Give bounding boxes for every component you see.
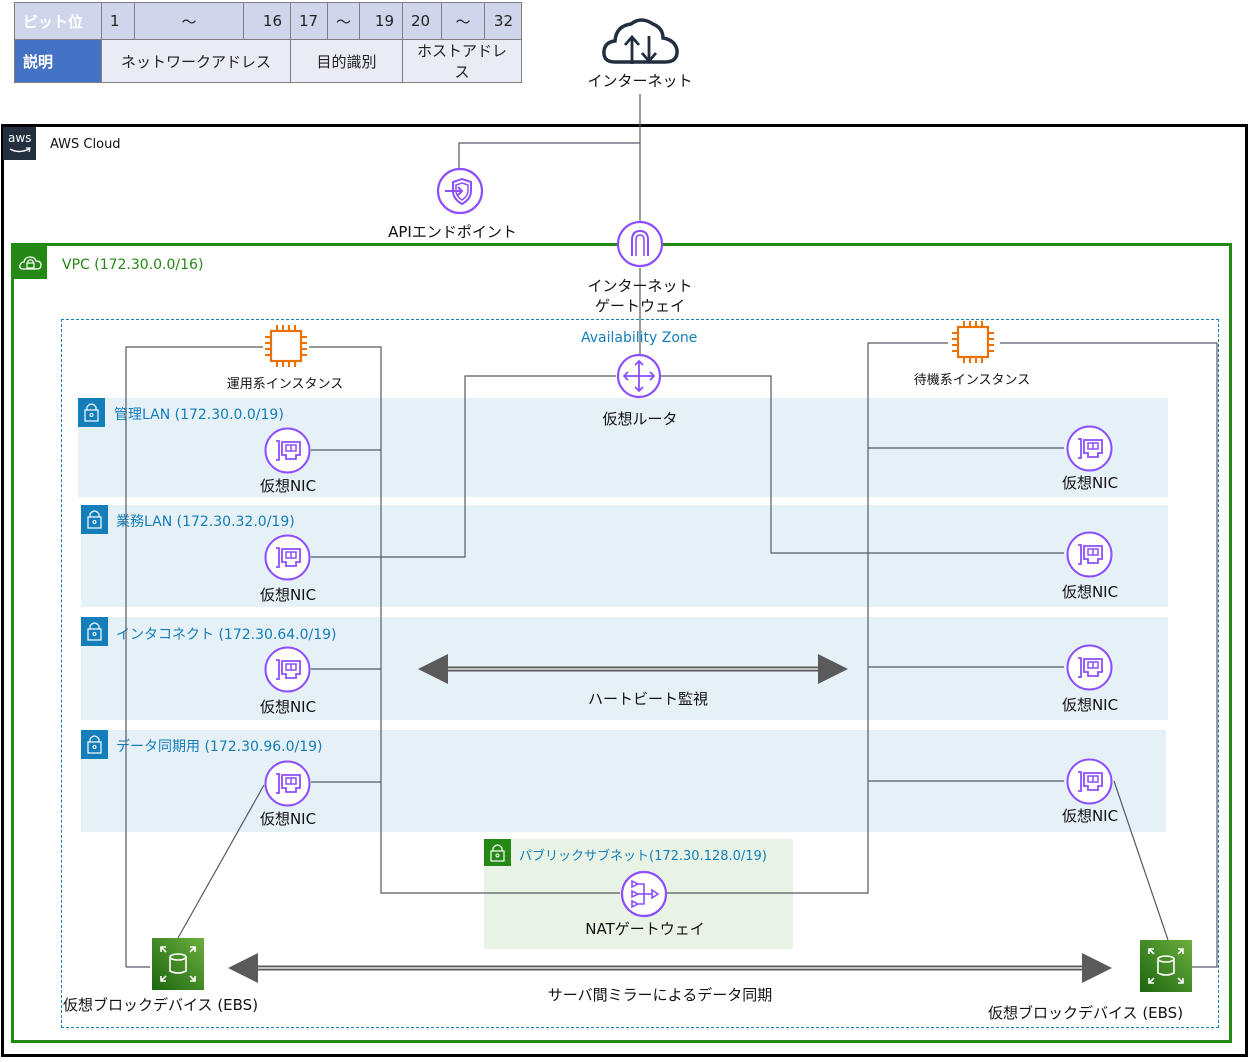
subnet-label: 管理LAN (172.30.0.0/19) (114, 407, 284, 423)
line-standby-left (667, 342, 948, 894)
table-cell: 17 (290, 2, 328, 40)
line-api-endpoint (458, 142, 640, 170)
ebs-volume-icon[interactable] (1140, 940, 1192, 992)
line-standby-right (1000, 342, 1218, 968)
virtual-router-icon[interactable] (616, 353, 662, 403)
nic-icon[interactable] (264, 427, 311, 478)
line-active-left (125, 346, 263, 967)
ebs-volume-icon[interactable] (152, 938, 204, 990)
public-subnet-label: パブリックサブネット(172.30.128.0/19) (519, 849, 767, 864)
aws-cloud-group (1, 124, 1248, 1057)
table-cell: 〜 (326, 2, 361, 40)
api-endpoint-icon[interactable] (436, 167, 484, 219)
virtual-router-label: 仮想ルータ (602, 410, 678, 428)
private-subnet-lock-icon (81, 617, 108, 646)
private-subnet-lock-icon (81, 505, 108, 534)
nic-label: 仮想NIC (259, 586, 317, 604)
internet-gateway-label: インターネット ゲートウェイ (587, 277, 693, 315)
nic-label: 仮想NIC (1061, 807, 1119, 825)
nic-label: 仮想NIC (259, 810, 317, 828)
standby-instance-label: 待機系インスタンス (913, 373, 1031, 388)
table-cell: ホストアドレス (402, 39, 523, 83)
table-cell: 19 (359, 2, 404, 40)
table-header-bit-position: ビット位 (14, 2, 102, 40)
nat-gateway-label: NATゲートウェイ (585, 920, 705, 938)
heartbeat-arrow (418, 654, 848, 684)
ec2-standby-instance-icon[interactable] (950, 319, 996, 369)
ebs-label: 仮想ブロックデバイス (EBS) (988, 1004, 1184, 1022)
ec2-active-instance-icon[interactable] (263, 323, 309, 373)
heartbeat-label: ハートビート監視 (587, 690, 708, 708)
nic-icon[interactable] (1066, 531, 1113, 582)
public-subnet-lock-icon (484, 839, 511, 866)
internet-gateway-icon[interactable] (616, 220, 664, 272)
mirror-sync-label: サーバ間ミラーによるデータ同期 (547, 986, 773, 1004)
aws-cloud-label: AWS Cloud (50, 137, 121, 152)
table-cell: 20 (402, 2, 443, 40)
table-cell: ネットワークアドレス (101, 39, 291, 83)
table-cell: 目的識別 (289, 39, 404, 83)
nic-icon[interactable] (264, 760, 311, 811)
internet-label: インターネット (587, 72, 693, 90)
nic-icon[interactable] (264, 534, 311, 585)
subnet-label: データ同期用 (172.30.96.0/19) (116, 739, 323, 755)
subnet-business-lan (81, 505, 1168, 607)
nat-gateway-icon[interactable] (620, 870, 668, 922)
active-instance-label: 運用系インスタンス (226, 377, 344, 392)
vpc-label: VPC (172.30.0.0/16) (62, 257, 204, 273)
aws-logo-icon: aws (3, 127, 36, 160)
nic-label: 仮想NIC (1061, 696, 1119, 714)
nic-icon[interactable] (1066, 758, 1113, 809)
line-router-active-business (311, 375, 616, 558)
nic-icon[interactable] (1066, 425, 1113, 476)
nic-icon[interactable] (1066, 644, 1113, 695)
subnet-label: 業務LAN (172.30.32.0/19) (116, 514, 295, 530)
ebs-label: 仮想ブロックデバイス (EBS) (63, 996, 259, 1014)
table-cell: 16 (243, 2, 291, 40)
nic-label: 仮想NIC (259, 698, 317, 716)
private-subnet-lock-icon (78, 398, 105, 427)
bit-position-table: ビット位 1 〜 16 17 〜 19 20 〜 32 説明 ネットワークアドレ… (14, 2, 523, 83)
nic-icon[interactable] (264, 646, 311, 697)
private-subnet-lock-icon (81, 730, 108, 759)
subnet-label: インタコネクト (172.30.64.0/19) (116, 627, 337, 643)
availability-zone-label: Availability Zone (581, 330, 698, 346)
nic-label: 仮想NIC (1061, 474, 1119, 492)
vpc-cloud-lock-icon (14, 246, 47, 279)
api-endpoint-label: APIエンドポイント (388, 223, 517, 241)
nic-label: 仮想NIC (259, 477, 317, 495)
table-header-description: 説明 (14, 39, 102, 83)
internet-cloud-icon (601, 14, 681, 70)
table-cell: 〜 (134, 2, 244, 40)
mirror-arrow (228, 953, 1112, 983)
line-active-right (309, 346, 620, 894)
line-router-standby-business (661, 375, 1064, 554)
nic-label: 仮想NIC (1061, 583, 1119, 601)
